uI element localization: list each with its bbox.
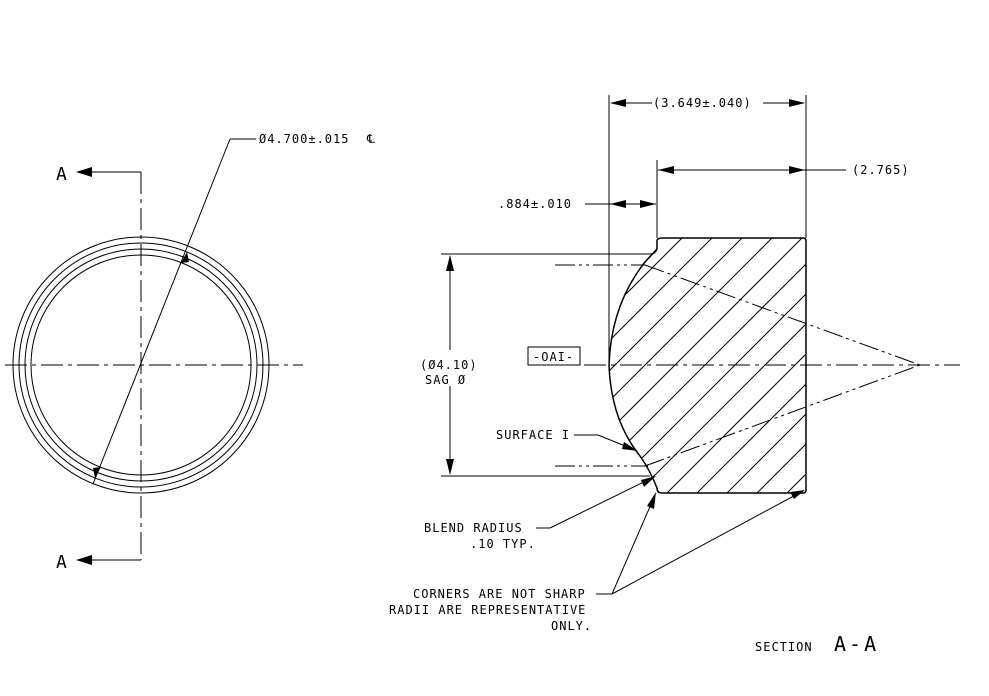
phantom-cone-top <box>644 264 921 366</box>
body-length-dimension: (2.765) <box>852 163 910 177</box>
sag-diameter-label: SAG Ø <box>425 373 466 387</box>
step-corner <box>609 246 658 255</box>
section-label-bottom: A <box>56 552 69 573</box>
diameter-arrow-bottom <box>93 467 101 478</box>
corners-note-line2: RADII ARE REPRESENTATIVE <box>389 603 586 617</box>
corners-note-line3: ONLY. <box>551 619 592 633</box>
section-label-top: A <box>56 164 69 185</box>
blend-radius-note-line2: .10 TYP. <box>470 537 536 551</box>
surface-note: SURFACE I <box>496 428 570 442</box>
section-title-id: A-A <box>834 632 879 656</box>
overall-length-dimension: (3.649±.040) <box>653 96 752 110</box>
diameter-arrow-top <box>181 252 189 263</box>
blend-radius-note-line1: BLEND RADIUS <box>424 521 523 535</box>
datum-frame <box>527 346 581 366</box>
datum-label: -OAI- <box>533 350 574 364</box>
diameter-leader <box>92 138 231 485</box>
step-length-dimension: .884±.010 <box>498 197 572 211</box>
sag-diameter-dimension: (Ø4.10) <box>420 358 478 372</box>
phantom-cone-bottom <box>644 364 921 467</box>
section-arrow-top <box>76 167 92 177</box>
outer-diameter-dimension: Ø4.700±.015 <box>259 132 349 146</box>
section-view: (3.649±.040) (2.765) .884±.010 (Ø4.10) S… <box>389 95 960 656</box>
section-arrow-bottom <box>76 555 92 565</box>
centerline-symbol: ℄ <box>366 132 376 146</box>
corners-note-line1: CORNERS ARE NOT SHARP <box>413 587 586 601</box>
section-hatching <box>609 238 806 493</box>
end-view: A A Ø4.700±.015 ℄ <box>5 132 376 573</box>
section-title-word: SECTION <box>755 640 813 654</box>
